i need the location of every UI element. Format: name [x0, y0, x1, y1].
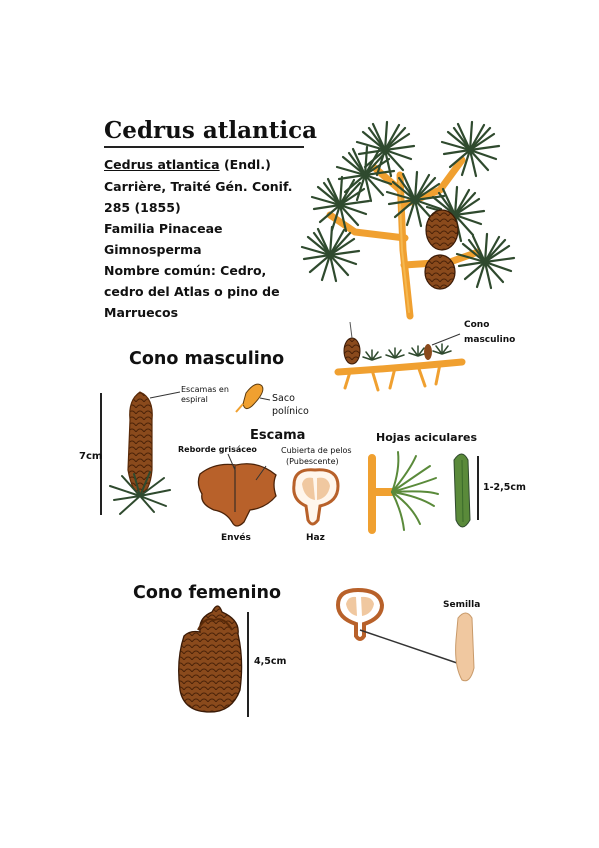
leaves-size: 1-2,5cm: [483, 482, 526, 493]
common-name-line-3: Marruecos: [104, 305, 179, 320]
scale-back-label: Envés: [221, 533, 251, 543]
species-name: Cedrus atlantica: [104, 157, 220, 172]
group-line: Gimnosperma: [104, 242, 202, 257]
scale-front-drawing: [292, 468, 340, 526]
species-author: (Endl.): [223, 157, 271, 172]
scale-back-drawing: [197, 453, 277, 527]
female-cone-drawing: [178, 605, 249, 717]
rim-label: Reborde grisáceo: [178, 445, 257, 454]
male-cone-branch-drawing: [334, 321, 466, 392]
branch-cone-label-1: Cono: [464, 320, 490, 330]
pollen-sac-icon: [235, 383, 271, 413]
seed-label: Semilla: [443, 600, 481, 610]
hair-cover-label-1: Cubierta de pelos: [281, 446, 352, 455]
scale-heading: Escama: [250, 428, 306, 443]
publication-line: Carrière, Traité Gén. Conif.: [104, 179, 293, 194]
pollen-sac-label-1: Saco: [272, 393, 295, 404]
hair-cover-label-2: (Pubescente): [286, 457, 339, 466]
page-year-line: 285 (1855): [104, 200, 181, 215]
title-underline: [104, 146, 304, 148]
male-cone-drawing: [100, 383, 271, 515]
common-name-line-1: Nombre común: Cedro,: [104, 263, 267, 278]
leaves-heading: Hojas aciculares: [376, 431, 478, 444]
needle-leaves-drawing: [368, 451, 479, 534]
female-cone-size: 4,5cm: [254, 656, 287, 667]
male-cone-heading: Cono masculino: [129, 349, 285, 369]
spiral-scales-label-1: Escamas en: [181, 385, 229, 394]
cedar-branch-drawing: [300, 120, 516, 320]
common-name-line-2: cedro del Atlas o pino de: [104, 284, 280, 299]
seed-cone-icon: [424, 209, 459, 290]
male-cone-size: 7cm: [79, 451, 103, 462]
female-cone-heading: Cono femenino: [133, 583, 281, 603]
page-title: Cedrus atlantica: [104, 117, 317, 144]
family-line: Familia Pinaceae: [104, 221, 223, 236]
seed-drawing: [335, 587, 475, 682]
name-line: Cedrus atlantica (Endl.): [104, 157, 271, 172]
scale-front-label: Haz: [306, 533, 325, 543]
branch-cone-label-2: masculino: [464, 335, 516, 345]
spiral-scales-label-2: espiral: [181, 395, 208, 404]
pollen-sac-label-2: polínico: [272, 406, 309, 417]
